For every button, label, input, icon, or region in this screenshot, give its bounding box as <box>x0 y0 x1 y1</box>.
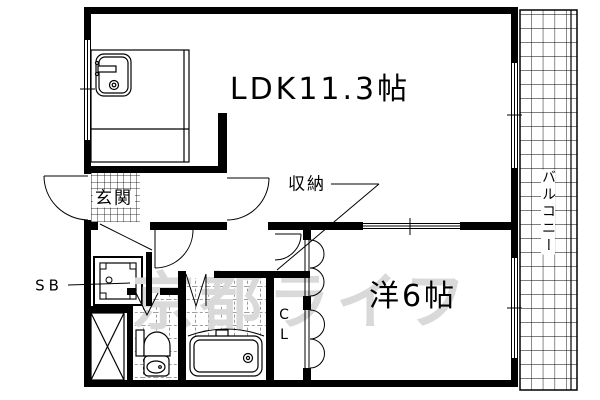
leader-lines <box>67 183 380 286</box>
label-balcony: バルコニー <box>540 169 556 255</box>
door-arcs <box>43 175 325 369</box>
windows <box>80 40 522 380</box>
kitchen-sink <box>90 49 190 163</box>
balcony-outline <box>519 9 578 391</box>
toilet <box>135 329 171 377</box>
room-label-ldk: LDK11.3帖 <box>229 72 411 107</box>
room-label-entrance: 玄関 <box>93 188 135 209</box>
walls <box>84 7 518 387</box>
bathtub <box>187 328 265 377</box>
label-shoebox: SB <box>35 276 63 295</box>
room-label-western: 洋6帖 <box>368 279 458 314</box>
bath-tile-floor <box>186 278 266 336</box>
label-storage: 収納 <box>286 174 328 195</box>
label-closet: CL <box>276 307 292 347</box>
